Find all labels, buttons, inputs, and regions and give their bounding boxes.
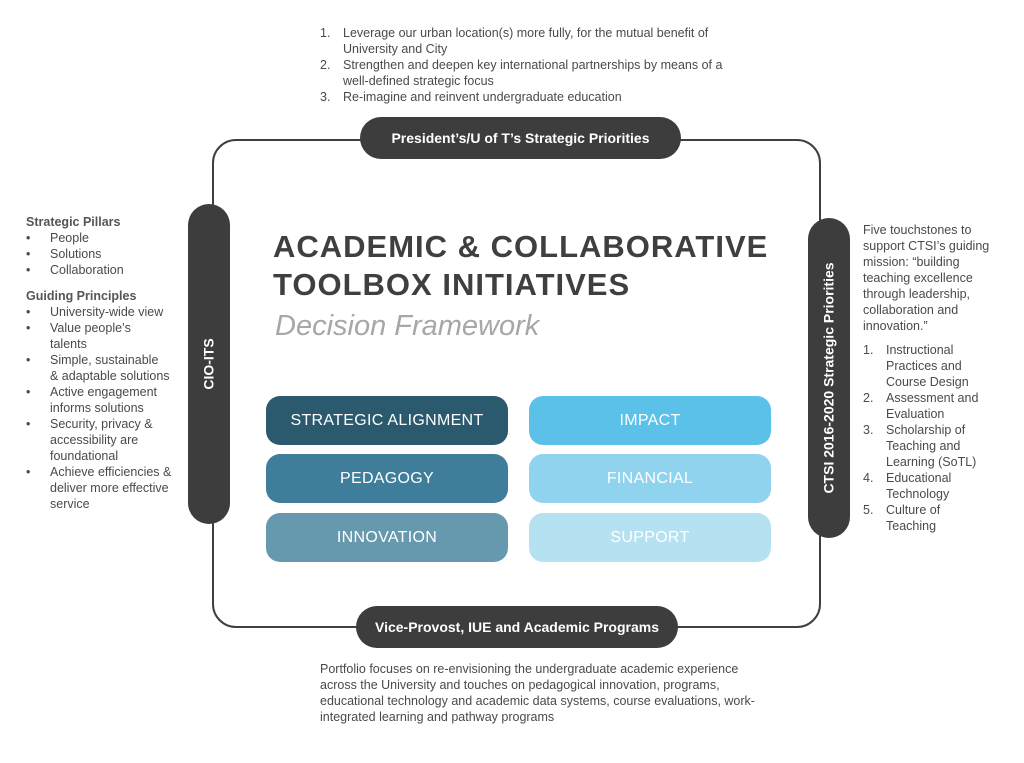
- list-item: •Simple, sustainable & adaptable solutio…: [26, 353, 170, 383]
- left-panel: Strategic Pillars •People •Solutions •Co…: [26, 214, 176, 512]
- list-item: •University-wide view: [26, 305, 164, 319]
- list-item: •Value people’s talents: [26, 321, 131, 351]
- pill-vice-provost: Vice-Provost, IUE and Academic Programs: [356, 606, 678, 648]
- list-item: 1.Instructional Practices and Course Des…: [863, 343, 969, 389]
- list-item: •Active engagement informs solutions: [26, 385, 158, 415]
- page-title: ACADEMIC & COLLABORATIVE TOOLBOX INITIAT…: [273, 229, 769, 302]
- page-subtitle: Decision Framework: [275, 310, 540, 342]
- innovation-box: INNOVATION: [266, 513, 508, 562]
- touchstones-list: 1.Instructional Practices and Course Des…: [863, 342, 1008, 534]
- list-item: 3.Re-imagine and reinvent undergraduate …: [320, 90, 622, 104]
- principles-heading: Guiding Principles: [26, 289, 137, 303]
- pedagogy-box: PEDAGOGY: [266, 454, 508, 503]
- support-box: SUPPORT: [529, 513, 771, 562]
- right-panel: Five touchstones to support CTSI’s guidi…: [863, 222, 1008, 534]
- list-item: 3.Scholarship of Teaching and Learning (…: [863, 423, 977, 469]
- pillars-list: •People •Solutions •Collaboration: [26, 230, 176, 278]
- list-item: 2.Assessment and Evaluation: [863, 391, 979, 421]
- ctsi-intro: Five touchstones to support CTSI’s guidi…: [863, 223, 990, 333]
- pill-cio-its: CIO-ITS: [188, 204, 230, 524]
- list-item: •Achieve efficiencies & deliver more eff…: [26, 465, 172, 511]
- list-item: •Solutions: [26, 247, 102, 261]
- principles-list: •University-wide view •Value people’s ta…: [26, 304, 176, 512]
- list-item: 1.Leverage our urban location(s) more fu…: [320, 26, 709, 56]
- list-item: •Security, privacy & accessibility are f…: [26, 417, 153, 463]
- list-item: 4.Educational Technology: [863, 471, 952, 501]
- impact-box: IMPACT: [529, 396, 771, 445]
- list-item: •Collaboration: [26, 263, 124, 277]
- list-item: 2.Strengthen and deepen key internationa…: [320, 58, 723, 88]
- pill-presidents-priorities: President’s/U of T’s Strategic Prioritie…: [360, 117, 681, 159]
- top-priorities-list: 1.Leverage our urban location(s) more fu…: [320, 25, 730, 105]
- bottom-description: Portfolio focuses on re-envisioning the …: [320, 662, 755, 724]
- pillars-heading: Strategic Pillars: [26, 215, 121, 229]
- financial-box: FINANCIAL: [529, 454, 771, 503]
- list-item: 5.Culture of Teaching: [863, 503, 941, 533]
- list-item: •People: [26, 231, 89, 245]
- strategic-alignment-box: STRATEGIC ALIGNMENT: [266, 396, 508, 445]
- pill-ctsi-priorities: CTSI 2016-2020 Strategic Priorities: [808, 218, 850, 538]
